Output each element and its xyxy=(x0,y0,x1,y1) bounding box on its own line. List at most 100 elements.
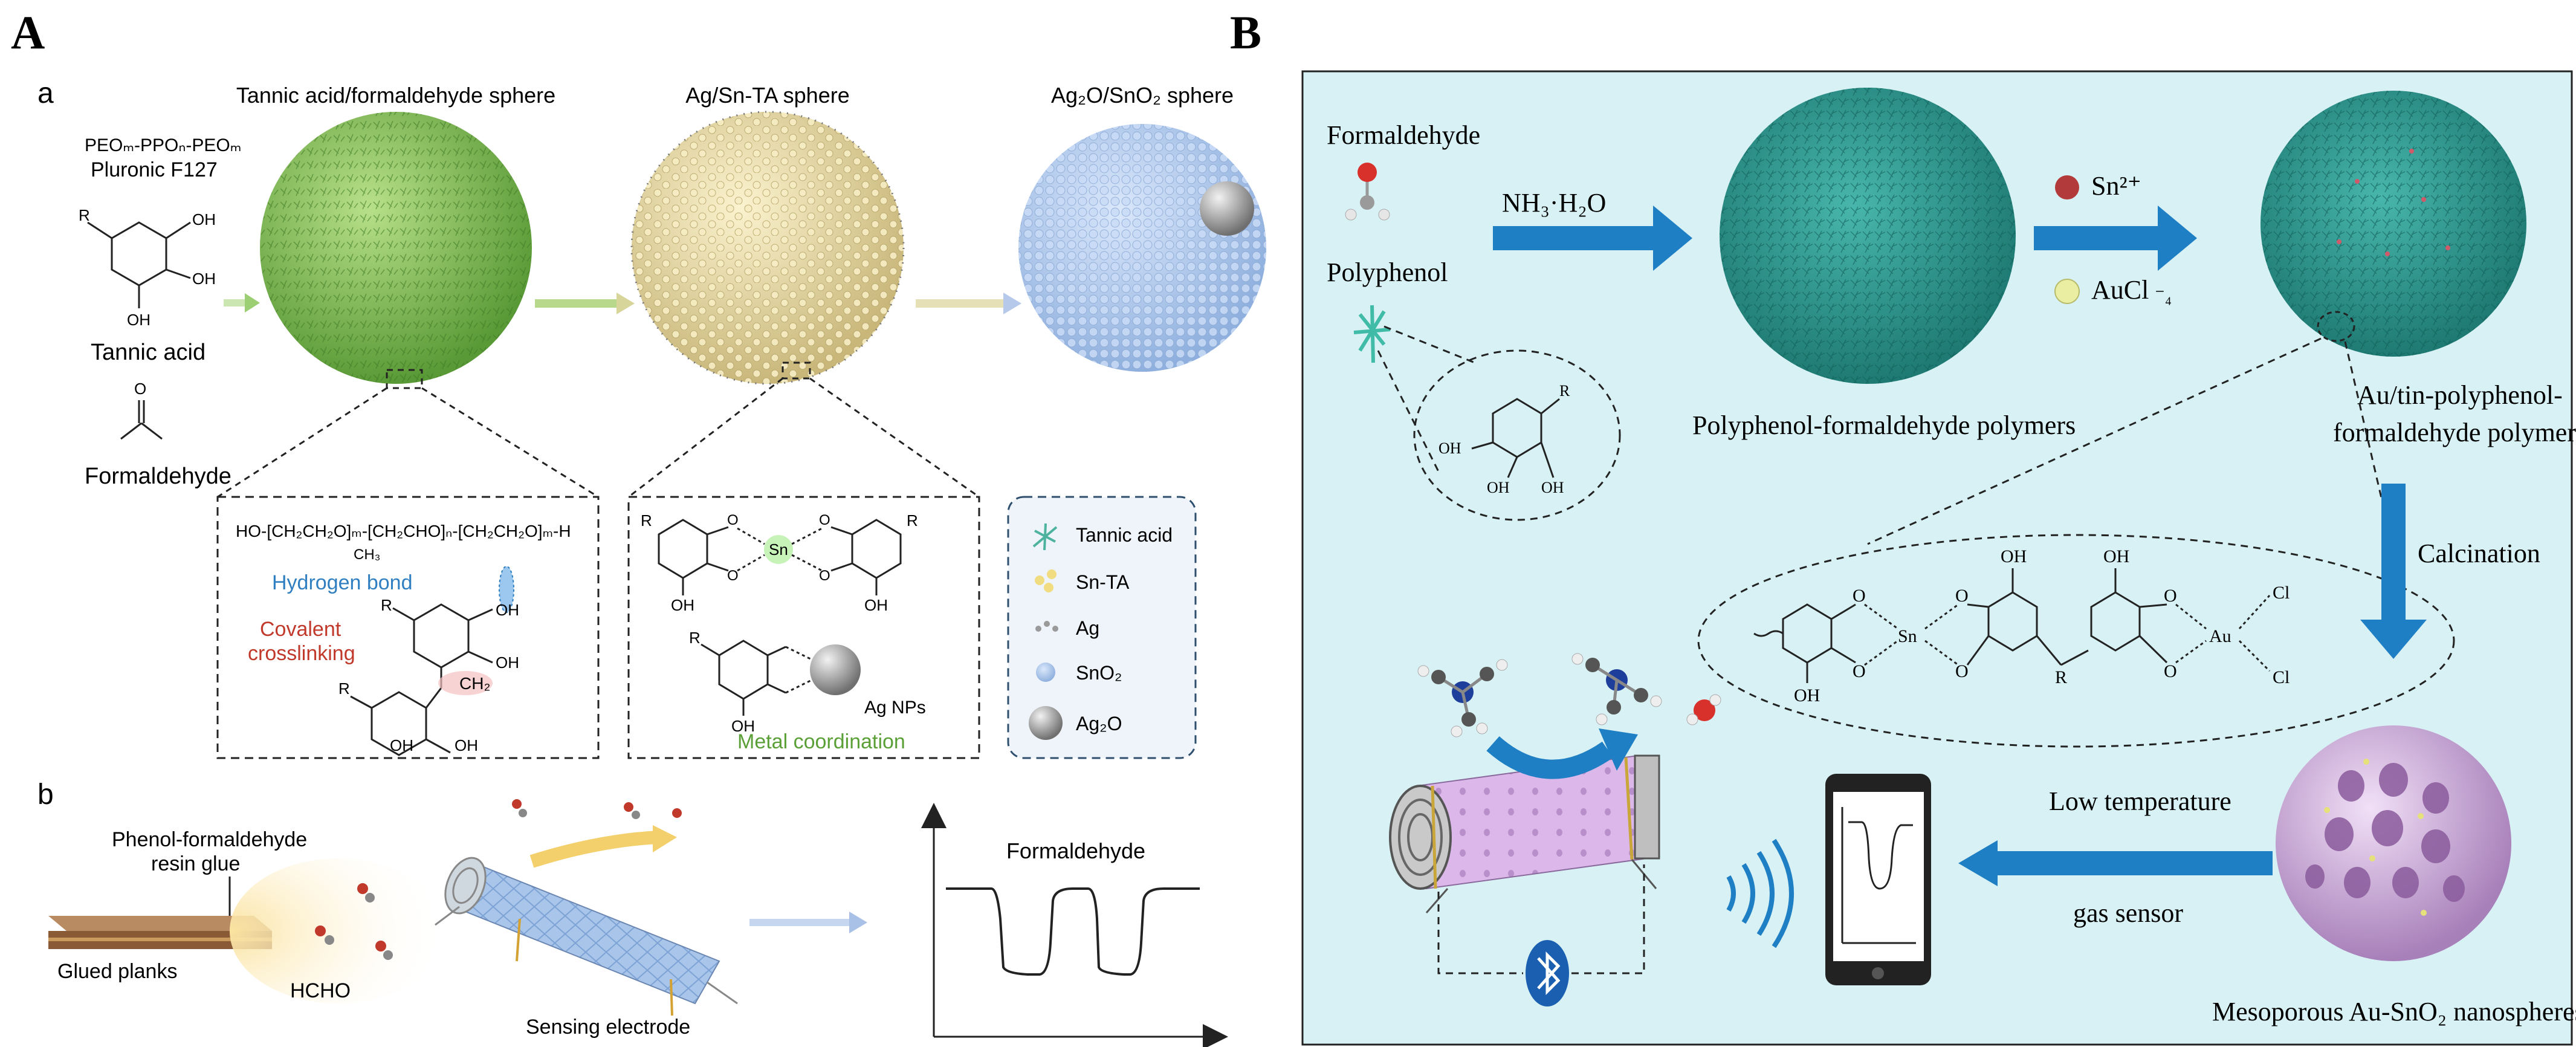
b-smartphone-icon xyxy=(1825,774,1931,985)
sn-label: Sn xyxy=(769,540,788,559)
covalent-r-label-1: R xyxy=(381,596,392,614)
b-complex-cl-1: Cl xyxy=(2273,583,2290,603)
legend-icon-ag xyxy=(1035,621,1058,632)
pluronic-label: Pluronic F127 xyxy=(91,158,218,181)
b-circuit-dashed xyxy=(1437,864,1645,974)
box2-r-2: R xyxy=(907,511,918,530)
legend-box xyxy=(1007,496,1197,759)
b-arrow-calcination xyxy=(2360,484,2427,659)
b-meso-label: Mesoporous Au-SnO₂ nanospheres xyxy=(2212,997,2576,1026)
b-complex-zoom xyxy=(1697,534,2455,748)
b-complex-o-3: O xyxy=(1955,586,1969,606)
b-pyrogallol-oh-3: OH xyxy=(1541,479,1564,496)
ag-sn-ta-sphere xyxy=(630,111,905,385)
b-arrow-nh3 xyxy=(1493,206,1692,271)
formaldehyde-o-label: O xyxy=(134,380,146,398)
ag2o-sno2-sphere xyxy=(1018,124,1266,372)
b-polyphenol-icon xyxy=(1353,305,1391,363)
gas-flow-arrow-a xyxy=(529,831,659,868)
sn-catechol-structure xyxy=(658,519,902,595)
box2-oh-1: OH xyxy=(671,596,694,614)
b-sn-au-complex-structure xyxy=(1753,568,2271,683)
glue-label-line1: Phenol-formaldehyde xyxy=(112,828,307,851)
legend-label-sno2: SnO₂ xyxy=(1076,662,1122,684)
b-polyphenol-formaldehyde-sphere xyxy=(1720,88,2016,384)
arrow-reagents-to-sphere1 xyxy=(224,293,260,313)
legend-label-ag2o: Ag₂O xyxy=(1076,713,1122,734)
zoom-indicator-2 xyxy=(628,361,980,498)
b-aucl4-label: AuCl xyxy=(2091,275,2149,305)
b-complex-au: Au xyxy=(2209,626,2231,646)
b-aucl4-ion-icon xyxy=(2054,279,2080,304)
covalent-r-label-2: R xyxy=(338,679,350,698)
b-amine-molecule-1 xyxy=(1417,659,1508,737)
electrode-gas-molecules xyxy=(512,799,682,819)
formaldehyde-response-plot xyxy=(921,803,1228,1047)
b-mesoporous-sphere xyxy=(2276,725,2511,961)
covalent-oh-4: OH xyxy=(390,736,413,754)
tannic-formaldehyde-sphere xyxy=(260,112,532,384)
glue-label-line2: resin glue xyxy=(151,852,240,875)
b-au-tin-label-1: Au/tin-polyphenol- xyxy=(2357,380,2563,410)
b-complex-r: R xyxy=(2055,667,2067,687)
o-label-1: O xyxy=(727,512,739,528)
formaldehyde-label: Formaldehyde xyxy=(85,464,231,489)
response-curve xyxy=(946,887,1200,976)
ag2o-particle-icon xyxy=(1200,181,1254,236)
sn-center-highlight xyxy=(764,535,793,564)
covalent-oh-3: OH xyxy=(455,736,478,754)
subpanel-b-label: b xyxy=(37,779,54,811)
metal-coordination-label: Metal coordination xyxy=(737,730,905,753)
o-label-2: O xyxy=(727,568,739,584)
b-complex-o-5: O xyxy=(2164,586,2177,606)
b-polyphenol-label: Polyphenol xyxy=(1327,258,1448,287)
b-arrow-low-temp xyxy=(1958,840,2273,886)
b-water-molecule xyxy=(1686,694,1721,725)
b-complex-cl-2: Cl xyxy=(2273,667,2290,687)
b-au-tin-label-2: formaldehyde polymers xyxy=(2333,418,2576,447)
b-complex-sn: Sn xyxy=(1898,626,1917,646)
b-complex-o-1: O xyxy=(1853,586,1866,606)
hcho-molecules xyxy=(315,883,393,960)
covalent-bond-highlight xyxy=(438,671,493,695)
sensing-electrode-label: Sensing electrode xyxy=(526,1016,690,1039)
b-complex-o-2: O xyxy=(1853,661,1866,681)
tannic-oh-label-2: OH xyxy=(192,270,216,288)
ch3-label: CH₃ xyxy=(354,546,380,563)
plot-title-formaldehyde: Formaldehyde xyxy=(1006,838,1145,863)
box2-r-3: R xyxy=(689,629,701,647)
box2-oh-2: OH xyxy=(864,596,888,614)
hydrogen-bond-label: Hydrogen bond xyxy=(272,571,413,594)
b-complex-o-6: O xyxy=(2164,661,2177,681)
b-au-tin-polymer-sphere xyxy=(2260,91,2526,357)
sensing-electrode-a xyxy=(435,857,738,1016)
b-complex-oh-3: OH xyxy=(1794,686,1820,705)
tannic-acid-label: Tannic acid xyxy=(91,340,205,365)
b-complex-zoom-line-1 xyxy=(1867,337,2322,545)
legend-icon-sn-ta xyxy=(1035,569,1057,592)
b-arrow-sn-au xyxy=(2034,206,2197,271)
hcho-emission-glow xyxy=(230,858,447,1003)
sphere3-title: Ag₂O/SnO₂ sphere xyxy=(1051,83,1234,108)
covalent-label-line2: crosslinking xyxy=(248,642,355,665)
hydrogen-bond-marker xyxy=(499,566,514,613)
legend-icon-tannic-acid xyxy=(1032,523,1058,551)
covalent-label-line1: Covalent xyxy=(260,618,341,641)
legend-icon-sno2 xyxy=(1036,663,1055,682)
hcho-label: HCHO xyxy=(290,979,351,1002)
b-low-temp-label-2: gas sensor xyxy=(2073,898,2183,928)
legend-label-tannic-acid: Tannic acid xyxy=(1076,524,1173,546)
covalent-oh-1: OH xyxy=(496,601,519,619)
sphere2-title: Ag/Sn-TA sphere xyxy=(685,83,849,108)
o-label-4: O xyxy=(819,568,830,584)
b-amine-molecule-2 xyxy=(1571,653,1662,725)
b-polyphenol-zoom xyxy=(1413,349,1621,521)
ch2-label: CH₂ xyxy=(459,674,490,693)
b-sn-ion-icon xyxy=(2055,175,2079,199)
peo-label: PEOₘ-PPOₙ-PEOₘ xyxy=(85,135,241,155)
b-pyrogallol-oh-1: OH xyxy=(1438,439,1461,457)
metal-coordination-box xyxy=(627,496,980,759)
o-label-3: O xyxy=(819,512,830,528)
b-polyphenol-zoom-line-1 xyxy=(1383,325,1475,364)
b-aucl4-charge: ⁻₄ xyxy=(2155,284,2172,305)
